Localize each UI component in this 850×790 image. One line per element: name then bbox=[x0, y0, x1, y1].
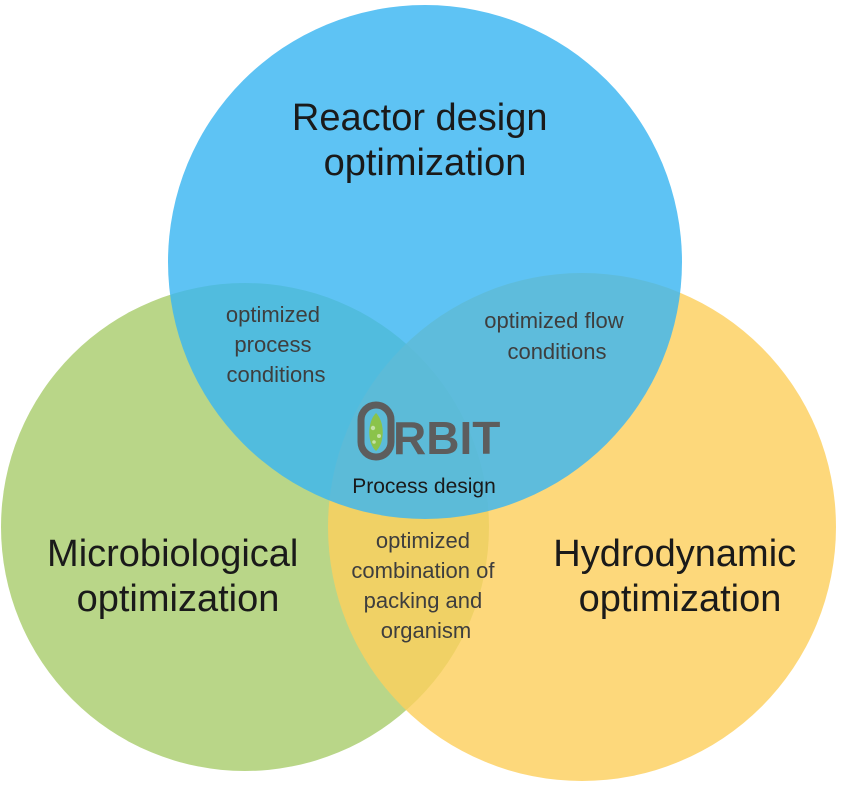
orbit-logo: RBIT bbox=[357, 401, 500, 464]
micro-label: Microbiological optimization bbox=[47, 533, 309, 620]
reactor-micro-label: optimized process conditions bbox=[226, 302, 326, 387]
reactor-hydro-label: optimized flow conditions bbox=[484, 308, 630, 364]
reactor-circle bbox=[168, 5, 682, 519]
center-caption: Process design bbox=[352, 475, 496, 498]
micro-hydro-label: optimized combination of packing and org… bbox=[351, 528, 500, 643]
orbit-leaf-icon bbox=[357, 401, 395, 461]
orbit-logo-text: RBIT bbox=[393, 412, 500, 464]
reactor-label: Reactor design optimization bbox=[292, 97, 558, 184]
hydro-label: Hydrodynamic optimization bbox=[553, 533, 806, 620]
